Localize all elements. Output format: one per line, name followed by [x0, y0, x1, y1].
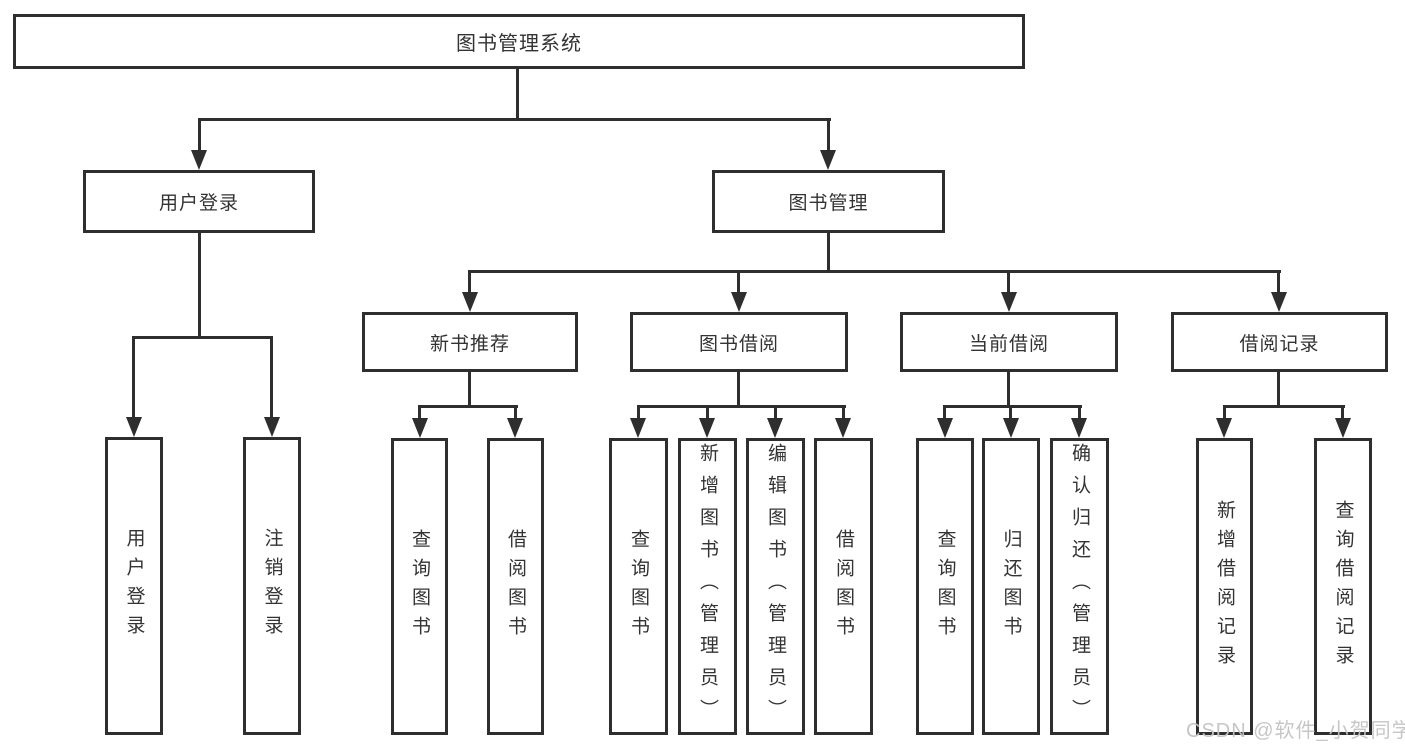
leaf-borrow-books: 借阅图书 — [814, 438, 873, 735]
leaf-query-books-label: 查询图书 — [409, 528, 430, 645]
node-new-book-rec: 新书推荐 — [362, 312, 578, 372]
node-root: 图书管理系统 — [13, 14, 1025, 69]
leaf-query-borrow-record: 查询借阅记录 — [1314, 438, 1372, 735]
csdn-watermark: CSDN @软件_小贺同学 — [1186, 720, 1405, 742]
leaf-query-books: 查询图书 — [391, 438, 448, 735]
connector-root-stem — [516, 66, 519, 118]
connector-drop — [132, 336, 135, 419]
leaf-add-borrow-record-label: 新增借阅记录 — [1214, 499, 1235, 674]
leaf-edit-books-admin-label: 编辑图书（管理员） — [765, 442, 786, 731]
arrow-down-icon — [191, 150, 207, 170]
arrow-down-icon — [1003, 418, 1019, 438]
connector-drop — [418, 405, 421, 421]
leaf-query-books-label: 查询图书 — [628, 528, 649, 645]
connector-drop — [1078, 405, 1081, 421]
connector-drop — [842, 405, 845, 421]
connector-borrow-record-horizontal — [1223, 405, 1345, 408]
arrow-down-icon — [1001, 292, 1017, 312]
arrow-down-icon — [126, 417, 142, 437]
arrow-down-icon — [1216, 418, 1232, 438]
connector-level3-horizontal — [468, 270, 1281, 273]
connector-drop — [637, 405, 640, 421]
arrow-down-icon — [820, 150, 836, 170]
node-user-login: 用户登录 — [83, 170, 315, 233]
connector-book-borrow-stem — [737, 370, 740, 408]
connector-drop — [737, 270, 740, 296]
leaf-add-borrow-record: 新增借阅记录 — [1196, 438, 1253, 735]
node-borrow-record: 借阅记录 — [1171, 312, 1388, 372]
connector-current-borrow-horizontal — [943, 405, 1082, 408]
connector-drop — [1341, 405, 1344, 421]
arrow-down-icon — [937, 418, 953, 438]
connector-drop-user-login — [198, 118, 201, 152]
arrow-down-icon — [1335, 418, 1351, 438]
arrow-down-icon — [507, 418, 523, 438]
leaf-return-books-label: 归还图书 — [1000, 528, 1022, 645]
connector-drop-book-mgmt — [827, 118, 830, 152]
leaf-add-books-admin-label: 新增图书（管理员） — [697, 442, 718, 731]
arrow-down-icon — [1071, 418, 1087, 438]
arrow-down-icon — [835, 418, 851, 438]
leaf-logout-label: 注销登录 — [261, 528, 283, 644]
leaf-confirm-return-admin: 确认归还（管理员） — [1050, 438, 1109, 735]
node-current-borrow: 当前借阅 — [900, 312, 1118, 372]
leaf-confirm-return-admin-label: 确认归还（管理员） — [1069, 442, 1090, 731]
connector-new-book-horizontal — [418, 405, 518, 408]
node-book-borrow: 图书借阅 — [630, 312, 848, 372]
arrow-down-icon — [731, 292, 747, 312]
node-book-mgmt: 图书管理 — [712, 170, 945, 233]
leaf-edit-books-admin: 编辑图书（管理员） — [746, 438, 805, 735]
connector-user-login-horizontal — [132, 336, 273, 339]
connector-drop — [1277, 270, 1280, 296]
connector-drop — [943, 405, 946, 421]
leaf-user-login-label: 用户登录 — [123, 528, 145, 644]
connector-drop — [468, 270, 471, 296]
connector-drop — [270, 336, 273, 419]
leaf-query-borrow-record-label: 查询借阅记录 — [1332, 499, 1354, 674]
connector-user-login-stem — [198, 230, 201, 338]
connector-drop — [774, 405, 777, 421]
connector-new-book-stem — [468, 370, 471, 408]
connector-drop — [514, 405, 517, 421]
arrow-down-icon — [630, 418, 646, 438]
leaf-borrow-books: 借阅图书 — [487, 438, 544, 735]
connector-drop — [1223, 405, 1226, 421]
connector-drop — [1009, 405, 1012, 421]
connector-book-mgmt-stem — [827, 231, 830, 273]
arrow-down-icon — [767, 418, 783, 438]
arrow-down-icon — [1271, 292, 1287, 312]
arrow-down-icon — [699, 418, 715, 438]
leaf-query-books: 查询图书 — [916, 438, 974, 735]
leaf-borrow-books-label: 借阅图书 — [833, 528, 854, 645]
leaf-user-login: 用户登录 — [105, 437, 163, 735]
leaf-query-books-label: 查询图书 — [934, 528, 956, 645]
arrow-down-icon — [264, 417, 280, 437]
connector-borrow-record-stem — [1277, 370, 1280, 408]
connector-level2-horizontal — [198, 118, 831, 121]
leaf-logout: 注销登录 — [243, 437, 301, 735]
connector-book-borrow-horizontal — [637, 405, 846, 408]
connector-drop — [706, 405, 709, 421]
leaf-add-books-admin: 新增图书（管理员） — [678, 438, 737, 735]
connector-drop — [1007, 270, 1010, 296]
leaf-return-books: 归还图书 — [982, 438, 1040, 735]
leaf-query-books: 查询图书 — [609, 438, 668, 735]
connector-current-borrow-stem — [1007, 370, 1010, 408]
arrow-down-icon — [412, 418, 428, 438]
leaf-borrow-books-label: 借阅图书 — [505, 528, 526, 645]
arrow-down-icon — [462, 292, 478, 312]
